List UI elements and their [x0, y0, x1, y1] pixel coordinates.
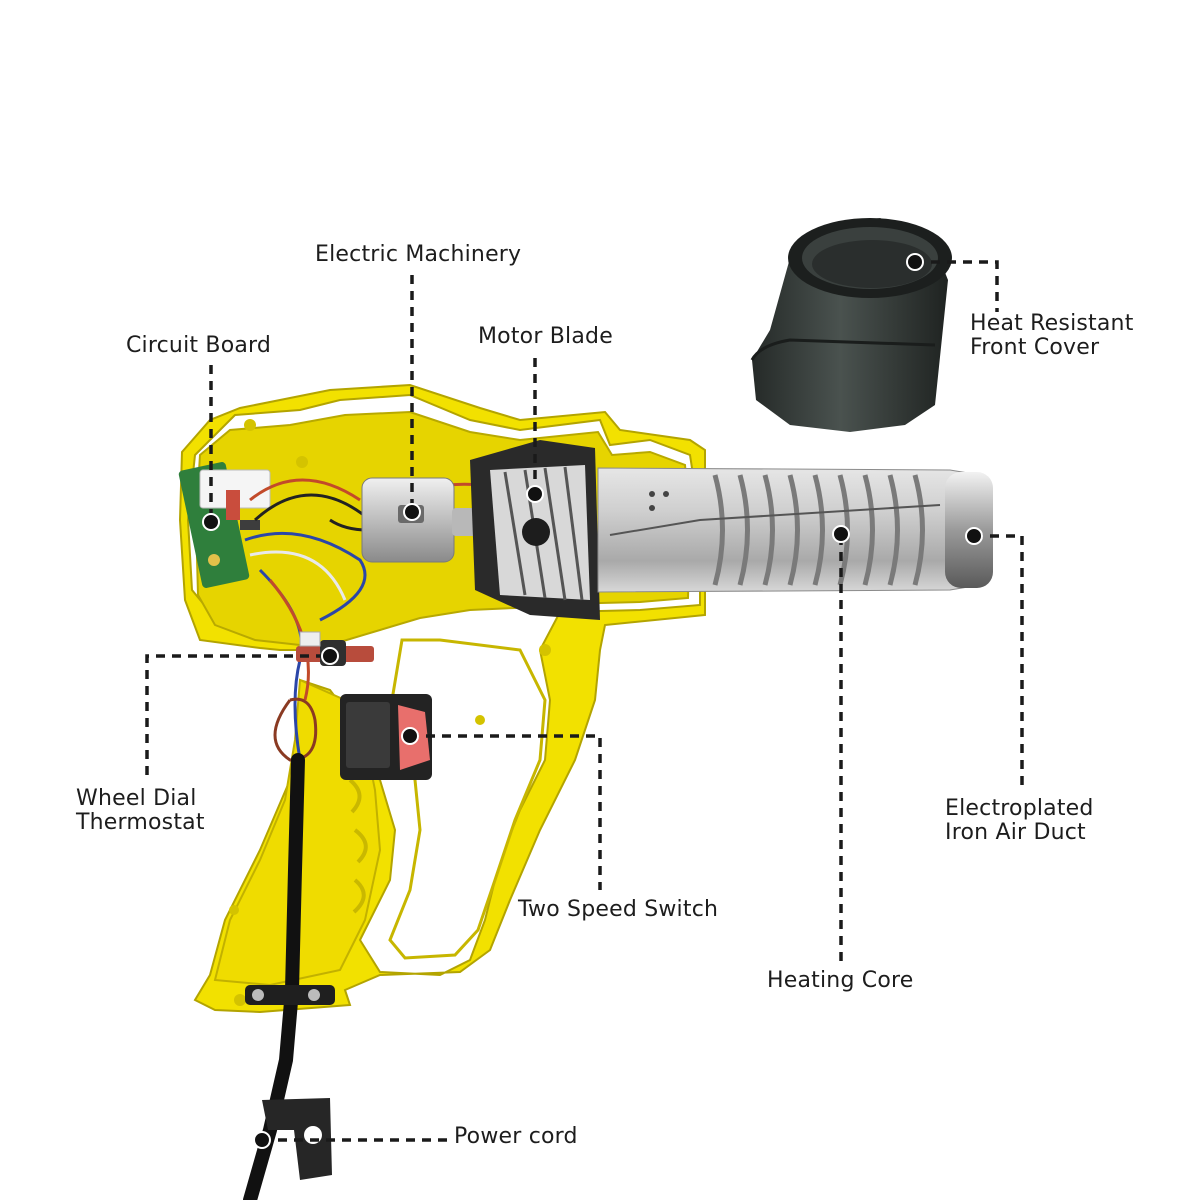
dot-power-cord	[254, 1132, 270, 1148]
label-thermostat-line2: Thermostat	[76, 811, 205, 835]
label-heat-resistant-front-cover: Heat Resistant Front Cover	[970, 312, 1134, 360]
label-thermostat-line1: Wheel Dial	[76, 787, 205, 811]
label-power-cord: Power cord	[454, 1125, 578, 1149]
dot-motor-blade	[527, 486, 543, 502]
front-cover-illustration	[752, 218, 952, 432]
dot-air-duct	[966, 528, 982, 544]
dot-front-cover	[907, 254, 923, 270]
air-duct-illustration	[598, 468, 993, 592]
dot-circuit-board	[203, 514, 219, 530]
label-motor-blade: Motor Blade	[478, 325, 613, 349]
dot-heating-core	[833, 526, 849, 542]
label-circuit-board: Circuit Board	[126, 334, 271, 358]
label-heating-core: Heating Core	[767, 969, 914, 993]
dot-two-speed-switch	[402, 728, 418, 744]
label-air-duct-line2: Iron Air Duct	[945, 821, 1094, 845]
fan-illustration	[470, 440, 600, 620]
label-front-cover-line1: Heat Resistant	[970, 312, 1134, 336]
label-two-speed-switch: Two Speed Switch	[518, 898, 718, 922]
label-wheel-dial-thermostat: Wheel Dial Thermostat	[76, 787, 205, 835]
label-air-duct-line1: Electroplated	[945, 797, 1094, 821]
dot-electric-machinery	[404, 504, 420, 520]
label-electroplated-iron-air-duct: Electroplated Iron Air Duct	[945, 797, 1094, 845]
label-electric-machinery: Electric Machinery	[315, 243, 521, 267]
dot-thermostat	[322, 648, 338, 664]
label-front-cover-line2: Front Cover	[970, 336, 1134, 360]
